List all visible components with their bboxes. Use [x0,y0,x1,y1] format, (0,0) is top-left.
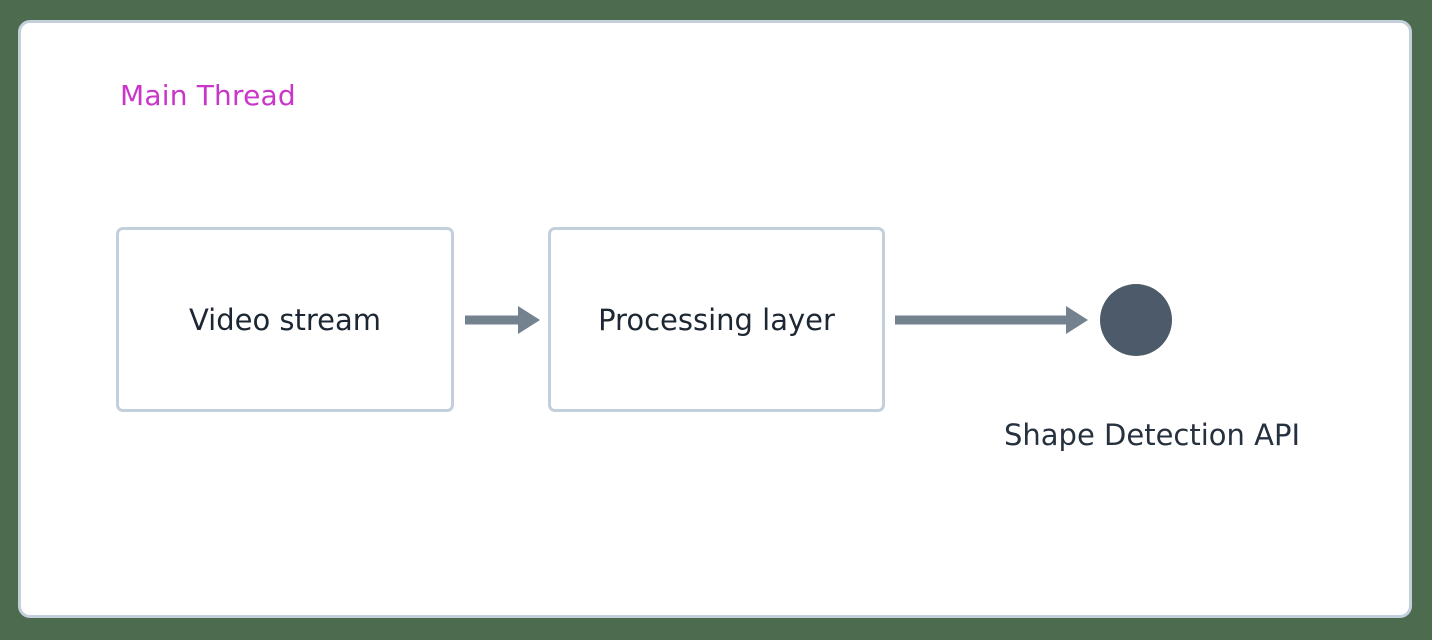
node-video-stream[interactable]: Video stream [116,227,454,412]
node-processing-layer-label: Processing layer [598,302,835,337]
node-shape-detection-api-label: Shape Detection API [1004,418,1301,452]
edge-processing-layer-to-shape-detection-api [892,298,1092,342]
arrow-right-icon [895,306,1088,334]
node-shape-detection-api-circle[interactable] [1100,284,1172,356]
node-processing-layer[interactable]: Processing layer [548,227,885,412]
lane-title-main-thread: Main Thread [120,79,296,112]
edge-video-stream-to-processing-layer [462,298,544,342]
node-video-stream-label: Video stream [188,302,382,337]
arrow-right-icon [465,306,540,334]
